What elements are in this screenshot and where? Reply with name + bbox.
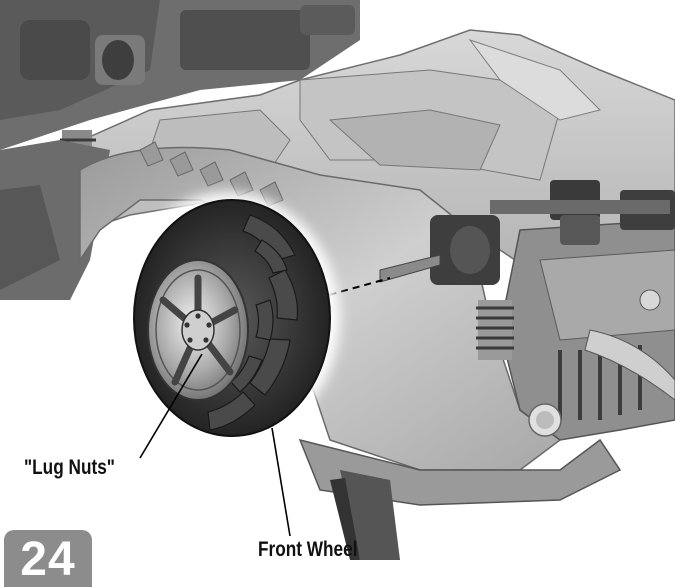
- step-number-badge: 24: [4, 530, 92, 587]
- front-wheel: [116, 192, 340, 444]
- front-wheel-leader-line: [271, 427, 291, 537]
- lug-nuts-label: "Lug Nuts": [24, 456, 115, 479]
- lug-nuts-leader-line: [139, 353, 203, 459]
- front-axle-assembly: [379, 180, 675, 360]
- front-wheel-label: Front Wheel: [258, 538, 358, 561]
- step-number: 24: [20, 533, 76, 586]
- lug-nuts: [184, 313, 212, 343]
